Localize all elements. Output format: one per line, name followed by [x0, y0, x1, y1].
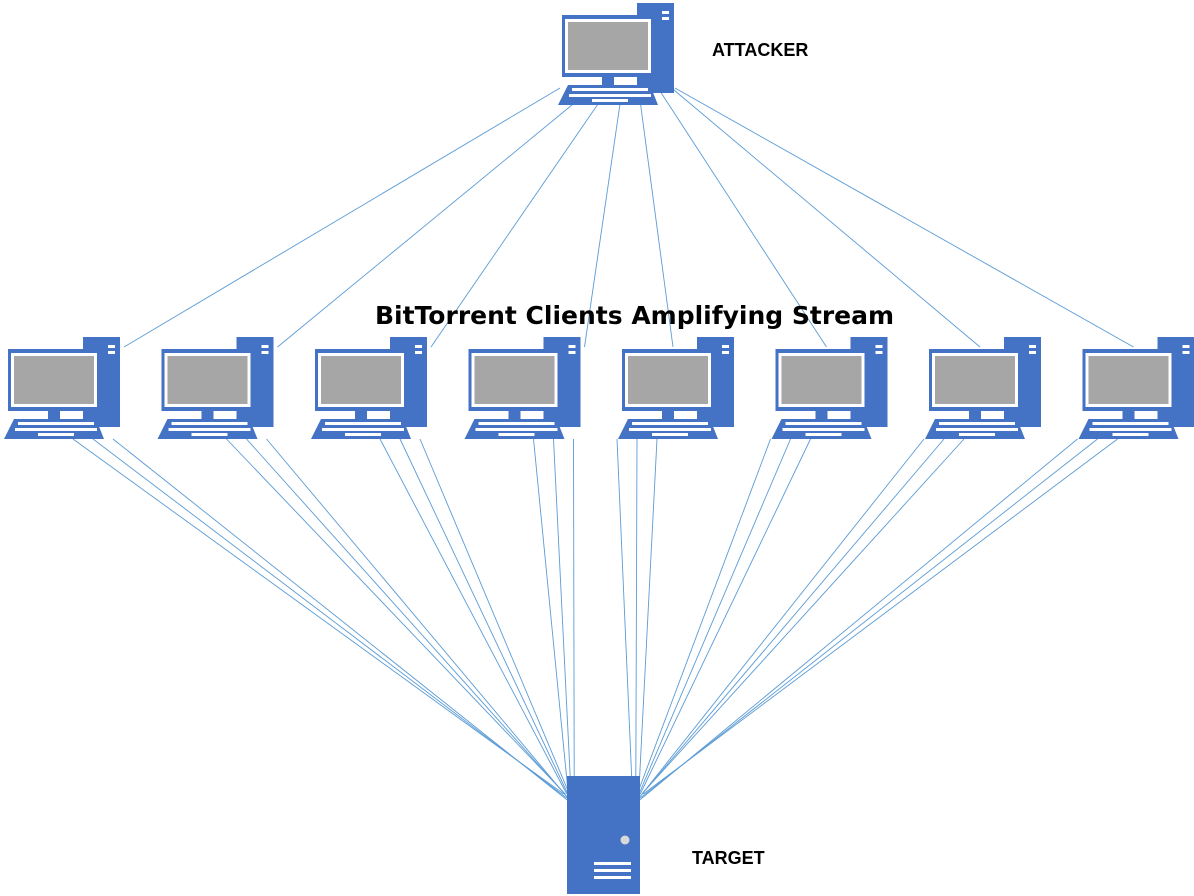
client-target-link: [226, 438, 566, 795]
client-target-link: [92, 438, 568, 799]
device-nodes: [4, 3, 1194, 894]
connection-lines: [72, 84, 1134, 803]
client-target-link: [633, 438, 771, 803]
attacker-client-link: [123, 87, 561, 348]
attacker-client-link: [430, 103, 599, 348]
client-target-link: [246, 438, 569, 799]
client-target-link: [379, 438, 568, 795]
client-target-link: [553, 438, 572, 799]
client-target-link: [638, 438, 658, 795]
client-computer-icon: [771, 337, 888, 439]
attacker-client-link: [277, 99, 579, 348]
client-target-link: [639, 438, 1098, 799]
client-computer-icon: [4, 337, 120, 439]
client-target-link: [573, 438, 575, 803]
attacker-client-link: [667, 84, 981, 348]
client-target-link: [419, 438, 574, 803]
attacker-client-link: [639, 99, 674, 348]
client-computer-icon: [618, 337, 734, 439]
client-target-link: [266, 438, 572, 803]
client-computer-icon: [464, 337, 581, 439]
target-server-icon: [567, 776, 640, 894]
attacker-client-link: [674, 87, 1134, 348]
attacker-client-link: [657, 87, 827, 348]
client-target-link: [399, 438, 571, 799]
client-target-link: [642, 438, 1118, 795]
client-target-link: [635, 438, 925, 803]
attacker-computer-icon: [558, 3, 674, 105]
client-target-link: [616, 438, 634, 803]
client-target-link: [112, 438, 571, 803]
attacker-client-link: [584, 103, 621, 348]
client-target-link: [639, 438, 811, 795]
client-computer-icon: [157, 337, 274, 439]
client-target-link: [533, 438, 569, 795]
client-target-link: [636, 438, 1078, 803]
client-target-link: [72, 438, 565, 795]
client-target-link: [635, 438, 638, 799]
client-target-link: [638, 438, 945, 799]
diagram-title: BitTorrent Clients Amplifying Stream: [375, 301, 895, 330]
client-computer-icon: [1078, 337, 1194, 439]
client-computer-icon: [925, 337, 1041, 439]
client-target-link: [636, 438, 791, 799]
client-target-link: [641, 438, 965, 795]
client-computer-icon: [311, 337, 427, 439]
target-label: TARGET: [692, 848, 765, 868]
attacker-label: ATTACKER: [712, 40, 809, 60]
